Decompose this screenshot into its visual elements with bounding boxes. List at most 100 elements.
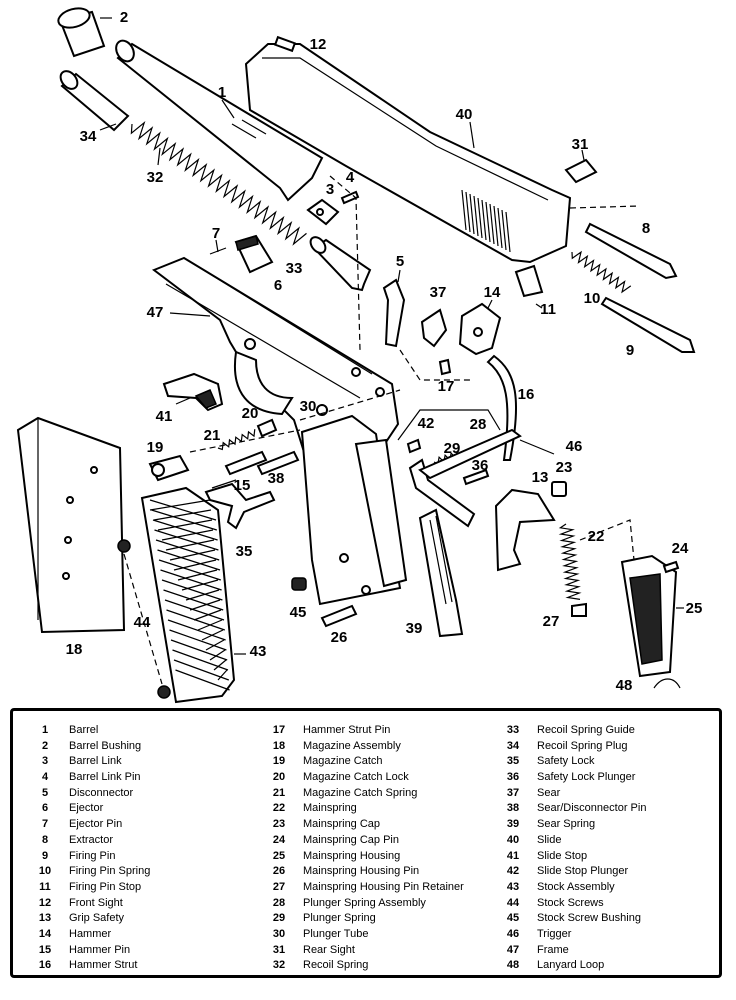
magazine-assembly-part [16,416,126,634]
legend-part-name: Extractor [69,833,114,846]
callout-28: 28 [470,416,487,433]
frame-part [151,256,400,454]
callout-21: 21 [204,427,221,444]
legend-part-number: 24 [272,833,286,846]
callout-40: 40 [456,106,473,123]
legend-part-number: 2 [41,739,49,752]
callout-24: 24 [672,540,689,557]
legend-part-number: 40 [506,833,520,846]
callout-4: 4 [346,169,355,186]
legend-part-number: 10 [38,865,52,878]
legend-part-number: 29 [272,912,286,925]
legend-part-name: Sear [537,786,561,799]
callout-20: 20 [242,405,259,422]
callout-38: 38 [268,470,285,487]
legend-part-name: Hammer [69,927,112,940]
sear-disconnector-pin-part [256,450,300,476]
legend-part-number: 26 [272,865,286,878]
callout-25: 25 [686,600,703,617]
legend-part-name: Lanyard Loop [537,959,605,972]
callout-8: 8 [642,220,650,237]
legend-part-number: 33 [506,724,520,736]
sear-spring-part [418,508,464,638]
legend-part-number: 14 [38,927,52,940]
legend-part-number: 9 [41,849,49,862]
callout-3: 3 [326,181,334,198]
hammer-strut-pin-part [438,358,452,376]
callout-47: 47 [147,304,164,321]
callout-27: 27 [543,613,560,630]
mainspring-part [558,519,635,600]
callout-14: 14 [484,284,501,301]
legend-part-number: 12 [38,896,52,909]
hammer-part [458,299,502,356]
legend-part-name: Magazine Catch [303,755,383,768]
legend-part-name: Slide Stop Plunger [537,865,629,878]
callout-46: 46 [566,438,583,455]
legend-part-number: 44 [506,896,520,909]
stock-assembly-part [140,486,246,704]
legend-row: 29 Plunger Spring [263,911,464,927]
magazine-catch-part [148,454,190,482]
legend-part-number: 35 [506,755,520,768]
extractor-part [569,205,678,280]
callout-45: 45 [290,604,307,621]
firing-pin-spring-part [571,250,632,294]
slide-stop-part [162,372,224,412]
legend-part-name: Trigger [537,927,572,940]
legend-part-number: 13 [38,912,52,925]
stock-screw-bushing-part [291,577,307,591]
legend-part-name: Mainspring Cap Pin [303,833,399,846]
legend-part-name: Slide [537,833,562,846]
legend-part-number: 48 [506,959,520,972]
stock-screws-part [117,539,171,699]
legend-part-name: Plunger Spring [303,912,376,925]
callout-29: 29 [444,440,461,457]
legend-part-name: Firing Pin Stop [69,880,142,893]
legend-part-number: 25 [272,849,286,862]
recoil-spring-part [130,120,307,246]
callout-48: 48 [616,677,633,694]
mainspring-cap-part [551,481,567,497]
mainspring-housing-pin-retainer-part [571,602,587,617]
legend-part-name: Mainspring Housing [303,849,401,862]
callout-33: 33 [286,260,303,277]
legend-part-name: Safety Lock Plunger [537,771,636,784]
callout-43: 43 [250,643,267,660]
legend-part-number: 19 [272,755,286,768]
legend-part-name: Ejector Pin [69,818,123,831]
legend-part-name: Recoil Spring [303,959,369,972]
legend-part-name: Stock Assembly [537,880,615,893]
legend-part-number: 4 [41,771,49,784]
legend-part-number: 6 [41,802,49,815]
legend-part-number: 30 [272,927,286,940]
callout-15: 15 [234,477,251,494]
legend-part-name: Recoil Spring Guide [537,724,635,736]
legend-part-number: 39 [506,818,520,831]
legend-part-name: Rear Sight [303,943,355,956]
legend-row: 40 Slide [497,833,646,849]
trigger-part [408,428,555,528]
barrel-link-part [306,198,340,226]
hammer-pin-part [224,450,268,476]
